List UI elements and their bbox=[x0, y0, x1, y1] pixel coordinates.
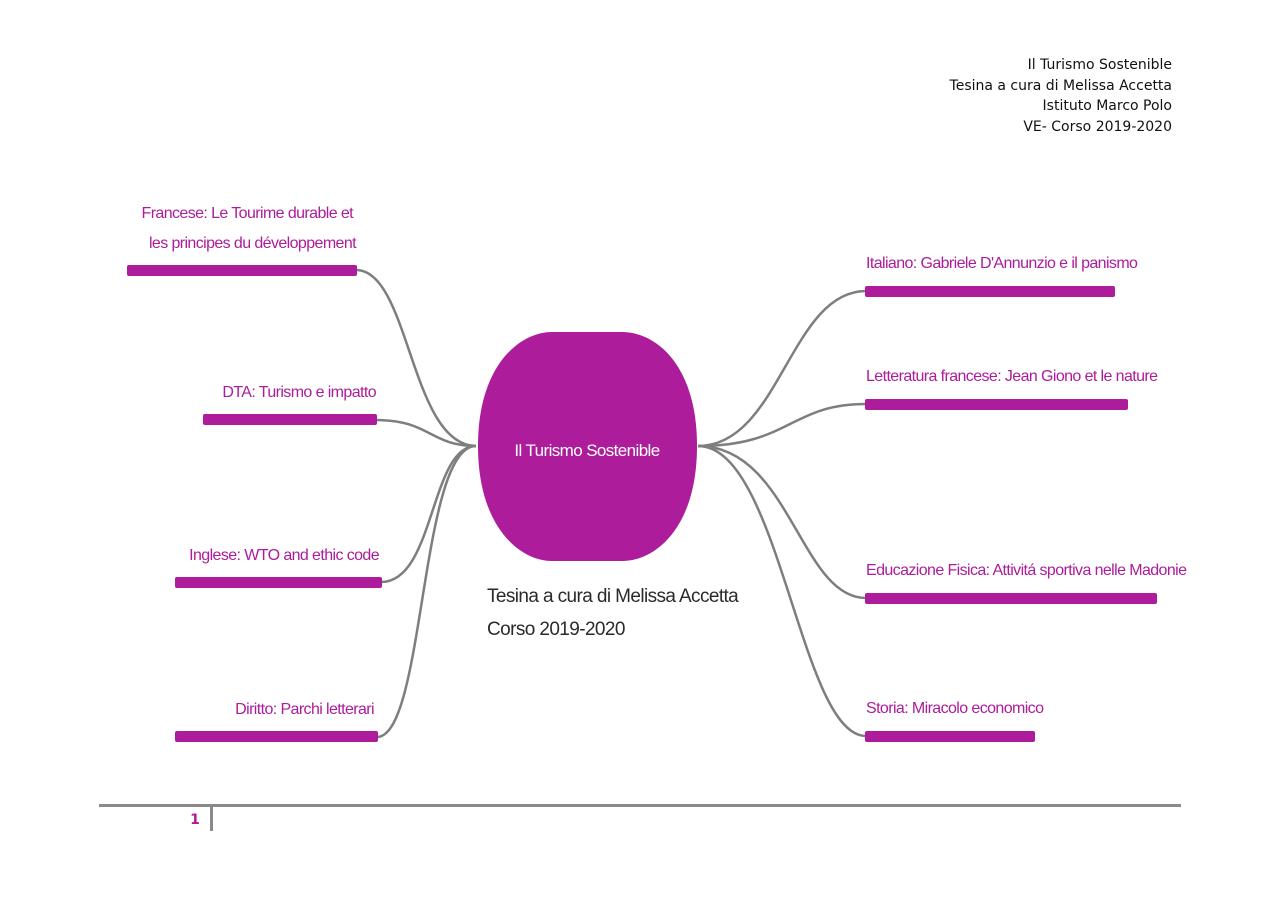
header-line-school: Istituto Marco Polo bbox=[1042, 98, 1172, 114]
connector-left-1 bbox=[355, 268, 477, 448]
connector-right-4 bbox=[697, 444, 867, 738]
branch-bar-left-4 bbox=[175, 731, 378, 742]
page-number: 1 bbox=[190, 812, 200, 828]
connector-right-2 bbox=[697, 402, 867, 448]
branch-label-right-2: Letteratura francese: Jean Giono et le n… bbox=[866, 368, 1158, 385]
branch-label-left-4: Diritto: Parchi letterari bbox=[235, 701, 374, 718]
branch-label-left-1-line-1: Francese: Le Tourime durable et bbox=[142, 205, 355, 222]
connector-right-3 bbox=[697, 444, 867, 600]
document-header: Il Turismo Sostenible Tesina a cura di M… bbox=[950, 55, 1172, 137]
footer-rule bbox=[99, 804, 1181, 807]
branch-bar-left-1 bbox=[127, 265, 357, 276]
branch-bar-right-1 bbox=[865, 286, 1115, 297]
branch-label-right-4: Storia: Miracolo economico bbox=[866, 700, 1044, 717]
branch-bar-right-2 bbox=[865, 399, 1128, 410]
footer-separator bbox=[210, 807, 213, 831]
header-line-author: Tesina a cura di Melissa Accetta bbox=[949, 77, 1172, 94]
connector-left-2 bbox=[375, 418, 477, 448]
header-line-course: VE- Corso 2019-2020 bbox=[1023, 118, 1172, 135]
branch-label-left-2: DTA: Turismo e impatto bbox=[222, 384, 376, 401]
branch-bar-left-3 bbox=[175, 577, 382, 588]
central-node-label: Il Turismo Sostenible bbox=[514, 441, 659, 460]
branch-label-right-3: Educazione Fisica: Attivitá sportiva nel… bbox=[866, 562, 1187, 579]
connector-right-1 bbox=[697, 289, 867, 448]
caption-line-2: Corso 2019-2020 bbox=[487, 619, 625, 640]
caption-line-1: Tesina a cura di Melissa Accetta bbox=[487, 586, 739, 607]
branch-label-left-3: Inglese: WTO and ethic code bbox=[189, 547, 380, 564]
central-node bbox=[478, 332, 697, 561]
branch-label-right-1: Italiano: Gabriele D'Annunzio e il panis… bbox=[866, 255, 1138, 272]
connector-left-3 bbox=[380, 444, 477, 584]
branch-bar-right-4 bbox=[865, 731, 1035, 742]
branch-bar-right-3 bbox=[865, 593, 1157, 604]
branch-bar-left-2 bbox=[203, 414, 377, 425]
header-line-title: Il Turismo Sostenible bbox=[1027, 57, 1172, 73]
branch-label-left-1-line-2: les principes du développement bbox=[149, 235, 357, 252]
connector-left-4 bbox=[376, 444, 477, 739]
